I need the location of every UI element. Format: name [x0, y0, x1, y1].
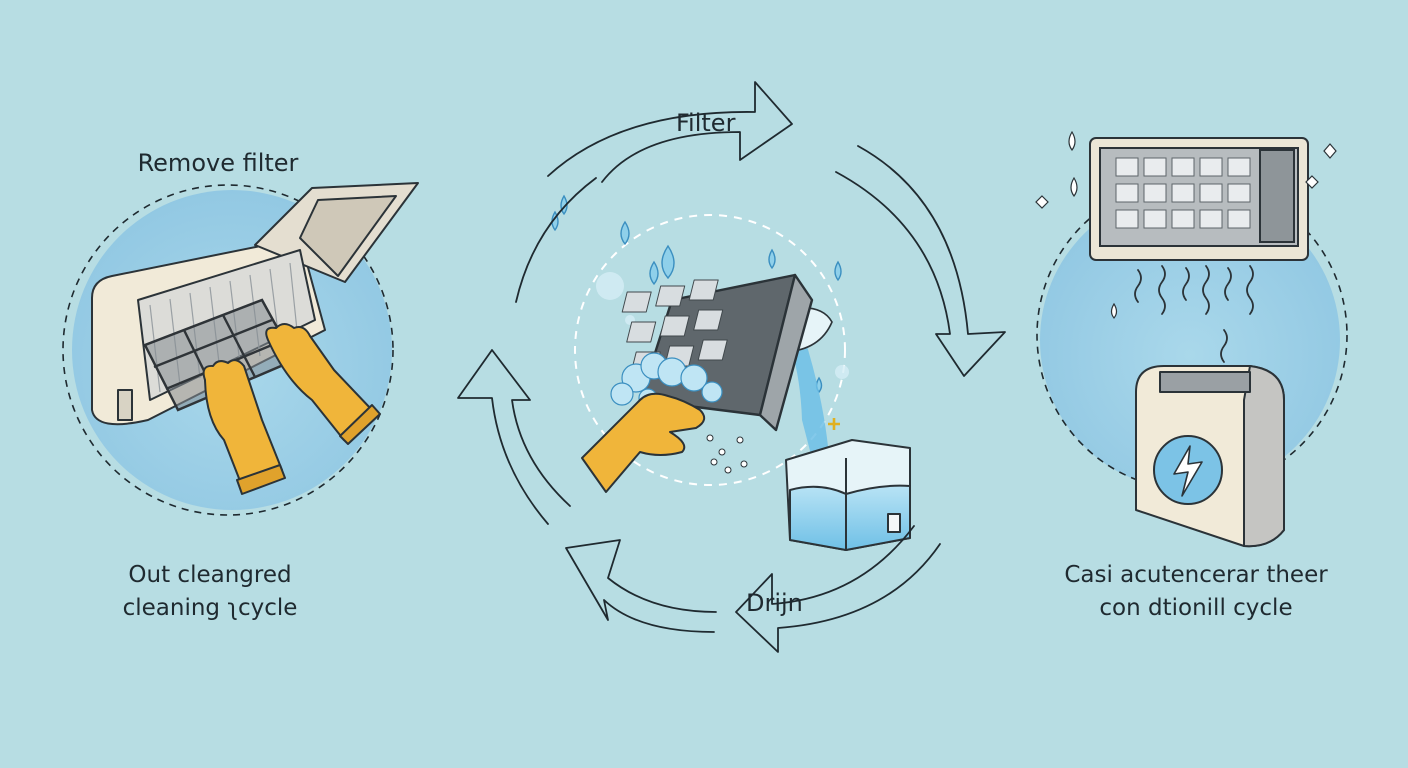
remove-filter-label: Remove filter [137, 149, 299, 177]
arrow-right [835, 145, 1006, 377]
arrow-top-left [515, 177, 597, 303]
water-bucket [785, 439, 911, 551]
ac-unit-installed [1089, 137, 1309, 261]
arrow-bottom-left [565, 539, 717, 633]
arrow-left [457, 349, 571, 525]
bubble [596, 272, 624, 300]
right-caption-line-1: Casi acutencerar theer [1064, 562, 1328, 588]
bucket-label [887, 513, 901, 533]
water-stream [780, 318, 830, 470]
right-glove [265, 323, 381, 445]
left-caption-line-2: cleaning ʅcycle [122, 595, 298, 621]
wash-filter-scene [551, 194, 911, 551]
arrow-bottom [735, 525, 941, 653]
water-droplets [551, 194, 842, 394]
sparkle-icon [828, 418, 840, 430]
splash-drops [706, 434, 748, 474]
clean-sparkles [1035, 130, 1337, 319]
left-caption-line-1: Out cleangred [128, 562, 292, 588]
left-dashed-ring [62, 184, 394, 516]
arrow-top-right [547, 81, 793, 183]
airflow-lines [1134, 265, 1254, 363]
filter-step-label: Filter [676, 109, 736, 137]
dehumidifier-unit [1135, 365, 1285, 548]
bubble [835, 365, 849, 379]
washing-glove [581, 392, 706, 493]
left-glove [202, 359, 286, 495]
reinstall-scene [1035, 130, 1348, 548]
remove-filter-scene [62, 182, 419, 516]
right-caption-line-2: con dtionill cycle [1099, 595, 1293, 621]
ac-unit-side-vent [117, 389, 133, 421]
center-dashed-ring [574, 214, 846, 486]
cycle-arrows [457, 81, 1006, 653]
ac-unit-lid-inner [299, 195, 397, 277]
drying-step-label: Drijn [746, 589, 803, 617]
lightning-bolt-icon [1173, 445, 1203, 497]
